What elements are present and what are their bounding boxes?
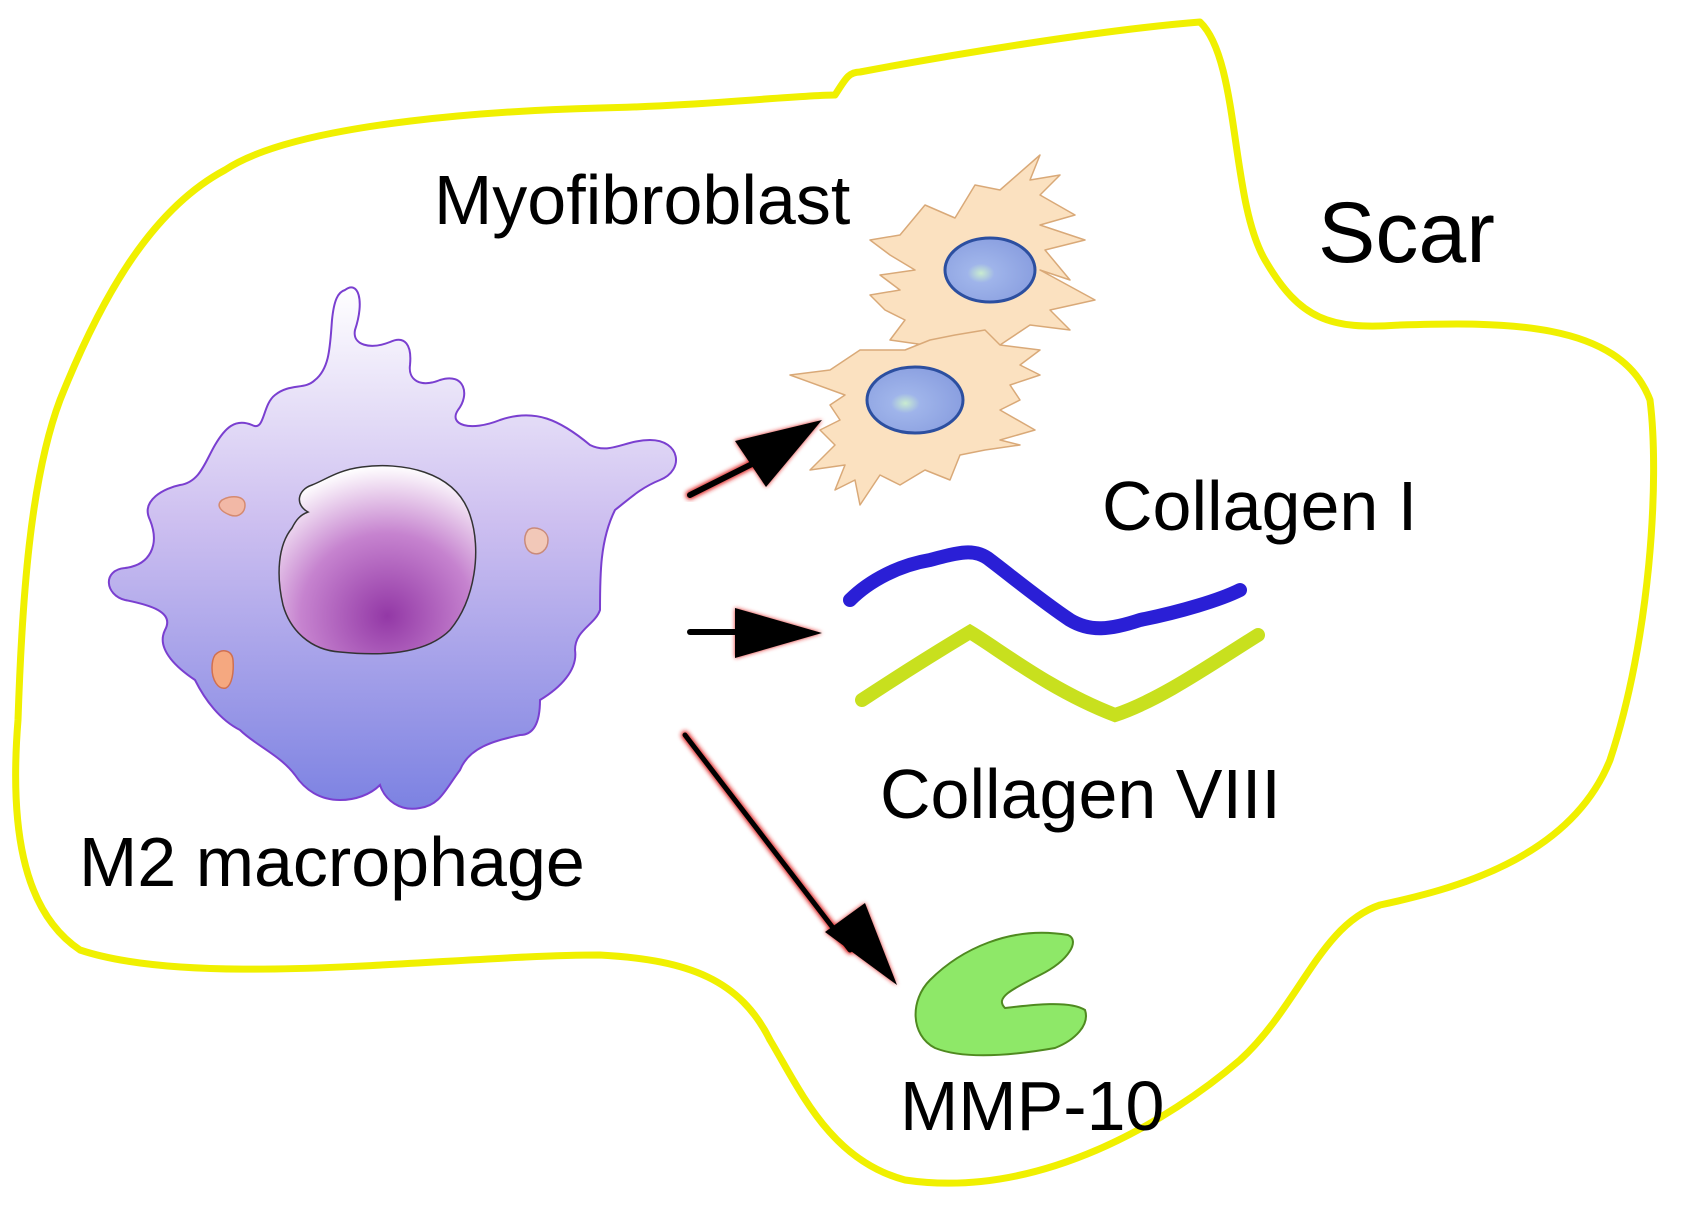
label-collagen-viii: Collagen VIII: [880, 755, 1281, 833]
arrow-to-mmp10: [681, 731, 897, 985]
arrow-to-myofibroblast: [685, 420, 822, 500]
scar-outline: [12, 18, 1658, 1187]
collagen-viii-fiber: [855, 623, 1265, 723]
myofibroblast-nucleus: [943, 236, 1037, 304]
mmp10-shape: [914, 931, 1087, 1057]
arrow-to-collagen: [685, 608, 822, 658]
myofibroblast-nucleus: [865, 365, 965, 435]
macrophage-granule: [211, 650, 234, 689]
label-scar: Scar: [1318, 185, 1495, 281]
collagen-i-fiber: [843, 545, 1247, 636]
m2-macrophage: [107, 286, 677, 810]
label-m2-macrophage: M2 macrophage: [79, 823, 585, 901]
macrophage-granule: [218, 495, 246, 517]
myofibroblast-cells: [789, 154, 1096, 506]
macrophage-granule: [524, 527, 549, 555]
label-myofibroblast: Myofibroblast: [434, 161, 850, 239]
label-collagen-i: Collagen I: [1102, 467, 1417, 545]
label-mmp10: MMP-10: [900, 1067, 1164, 1145]
macrophage-nucleus: [278, 464, 477, 655]
